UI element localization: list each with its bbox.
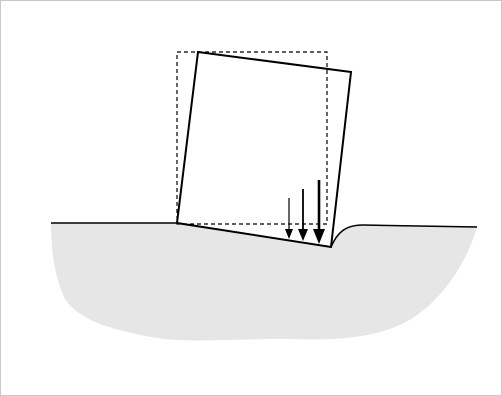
tilted-block bbox=[175, 50, 353, 249]
soil-mass bbox=[51, 223, 477, 341]
original-block-outline bbox=[176, 51, 328, 225]
arrow-medium bbox=[298, 189, 308, 241]
arrow-small bbox=[285, 198, 293, 239]
soil-heave bbox=[330, 224, 478, 248]
arrow-large bbox=[313, 180, 325, 244]
